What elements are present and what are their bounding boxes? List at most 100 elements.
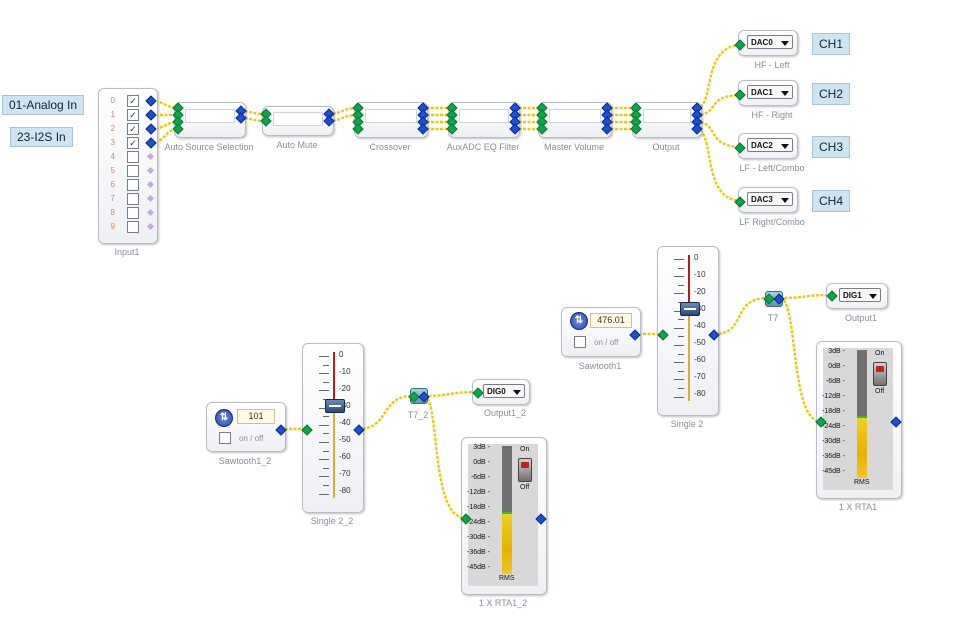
scale-tick [319,476,329,478]
input-enable-checkbox[interactable] [127,165,139,177]
input-enable-checkbox[interactable]: ✓ [127,137,139,149]
rta-on-off-switch[interactable] [518,458,532,482]
rta-label-b: 1 X RTA1_2 [478,598,528,608]
auto-source-selection-block[interactable] [174,102,246,138]
dig-dropdown-a[interactable]: DIG1 [839,288,881,302]
wire [779,296,821,423]
dac-dropdown[interactable]: DAC0 [747,35,793,49]
scale-tick [674,396,684,398]
scale-tick [678,336,684,338]
input-block-label: Input1 [114,247,140,257]
input-row-number: 4 [110,152,115,161]
output-pin-unused[interactable] [146,166,155,175]
scale-tick [323,416,329,418]
dac-dropdown[interactable]: DAC2 [747,138,793,152]
sawtooth-value-a[interactable]: 476.01 [590,313,632,328]
auto-mute-label: Auto Mute [276,140,318,150]
sawtooth-value-b[interactable]: 101 [237,409,275,424]
scale-tick [678,370,684,372]
dig-dropdown-b[interactable]: DIG0 [483,384,525,398]
channel-tag[interactable]: CH4 [812,190,851,212]
slider-block-a[interactable]: 0-10-20-30-40-50-60-70-80 [657,246,719,416]
slider-track-top [688,255,690,315]
scale-tick [319,373,329,375]
i2s-input-tag[interactable]: 23-I2S In [10,127,73,147]
input-row-number: 0 [110,96,115,105]
input-enable-checkbox[interactable] [127,179,139,191]
rta-scale-label: -45dB - [467,564,490,571]
rta-label-a: 1 X RTA1 [838,502,878,512]
wire [423,394,466,520]
scale-tick [319,493,329,495]
output-pin-unused[interactable] [146,180,155,189]
dac-output-block[interactable]: DAC3 [738,187,798,213]
chevron-down-icon [513,390,521,395]
input-enable-checkbox[interactable] [127,207,139,219]
dac-dropdown[interactable]: DAC3 [747,192,793,206]
dac-dropdown[interactable]: DAC1 [747,85,793,99]
rta-scale-label: -6dB - [470,474,490,481]
analog-input-tag[interactable]: 01-Analog In [2,95,85,115]
rta-scale-label: -24dB - [467,519,490,526]
scale-tick [678,388,684,389]
output-block[interactable] [632,102,702,138]
output-pin[interactable] [145,109,157,121]
dac-output-block[interactable]: DAC1 [738,80,798,106]
scale-tick [674,259,684,260]
wire [779,293,831,300]
rta-meter [502,446,512,574]
rta-scale-label: -12dB - [822,393,845,400]
slider-scale-label: -20 [694,287,706,296]
input-enable-checkbox[interactable]: ✓ [127,95,139,107]
rta-mode-label: RMS [854,479,870,486]
slider-track-bottom [333,412,335,498]
dac-dropdown-value: DAC1 [751,88,773,97]
output-pin[interactable] [145,123,157,135]
rta-peak-marker [857,416,867,418]
master-volume-block[interactable] [538,102,612,138]
crossover-block[interactable] [354,102,428,138]
on-off-checkbox-b[interactable] [219,432,231,444]
slider-scale-label: -80 [339,486,351,495]
dac-output-block[interactable]: DAC0 [738,30,798,56]
auto-mute-block[interactable] [262,106,334,136]
slider-thumb[interactable] [325,399,345,413]
input-enable-checkbox[interactable]: ✓ [127,123,139,135]
chevron-down-icon [781,144,789,149]
input-row-number: 8 [110,208,115,217]
sawtooth-block-b[interactable]: ⇅ 101 on / off [206,402,286,452]
block-display [185,109,235,123]
rta-scale-label: 3dB - [828,348,845,355]
dig-dropdown-a-value: DIG1 [843,291,862,300]
slider-scale-label: -60 [694,355,706,364]
chevron-down-icon [781,41,789,46]
slider-scale-label: -40 [694,321,706,330]
input-enable-checkbox[interactable] [127,193,139,205]
rta-on-off-switch[interactable] [873,362,887,386]
input-enable-checkbox[interactable]: ✓ [127,109,139,121]
channel-tag[interactable]: CH3 [812,136,851,158]
input-enable-checkbox[interactable] [127,151,139,163]
rta-scale-label: -36dB - [822,453,845,460]
auxadc-eq-filter-block[interactable] [448,102,520,138]
input-enable-checkbox[interactable] [127,221,139,233]
dac-output-block[interactable]: DAC2 [738,133,798,159]
rta-block-b[interactable]: 3dB -0dB --6dB --12dB --18dB --24dB --30… [461,437,547,595]
sawtooth-block-a[interactable]: ⇅ 476.01 on / off [561,307,641,357]
output-pin-unused[interactable] [146,194,155,203]
output-pin[interactable] [145,95,157,107]
output-pin-unused[interactable] [146,152,155,161]
channel-tag[interactable]: CH2 [812,83,851,105]
output-pin[interactable] [145,137,157,149]
channel-tag[interactable]: CH1 [812,33,851,55]
output-pin-unused[interactable] [146,208,155,217]
on-off-checkbox-a[interactable] [574,336,586,348]
output-pin-unused[interactable] [146,222,155,231]
slider-thumb[interactable] [680,302,700,316]
slider-scale-label: 0 [339,350,344,359]
rta-block-a[interactable]: 3dB -0dB --6dB --12dB --18dB --24dB --30… [816,341,902,499]
scale-tick [678,284,684,286]
wire [695,120,743,149]
scale-tick [319,390,329,392]
